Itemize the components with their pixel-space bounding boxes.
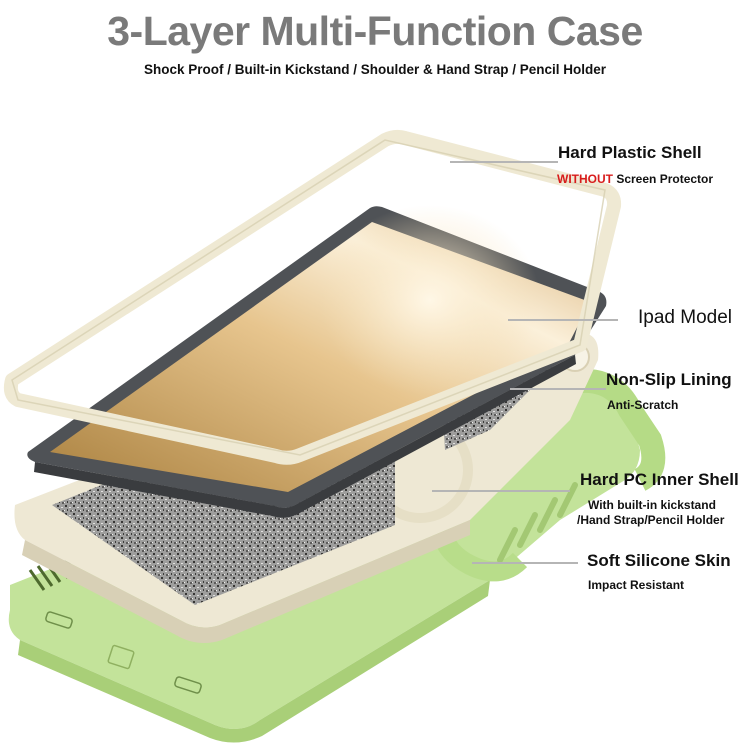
callout-ipad-model-title: Ipad Model — [638, 307, 733, 328]
callout-hard-pc-inner-shell-note-2: /Hand Strap/Pencil Holder — [577, 513, 725, 527]
leader-line-soft-silicone-skin — [472, 562, 578, 564]
note-rest: Screen Protector — [613, 172, 714, 186]
callout-hard-pc-inner-shell-note-1: With built-in kickstand — [588, 498, 716, 512]
callout-hard-pc-inner-shell-title: Hard PC Inner Shell — [580, 470, 739, 489]
leader-line-hard-pc-inner-shell — [432, 490, 570, 492]
hard-plastic-shell-layer — [3, 129, 622, 465]
feature-subtitle: Shock Proof / Built-in Kickstand / Shoul… — [143, 62, 607, 77]
callout-soft-silicone-skin-title: Soft Silicone Skin — [587, 551, 731, 570]
callout-non-slip-lining-title: Non-Slip Lining — [606, 370, 732, 389]
leader-line-hard-plastic-shell — [450, 161, 558, 163]
callout-non-slip-lining-note: Anti-Scratch — [607, 398, 679, 412]
callout-hard-plastic-shell-title: Hard Plastic Shell — [558, 143, 702, 162]
callout-soft-silicone-skin-note: Impact Resistant — [588, 578, 685, 592]
leader-line-non-slip-lining — [510, 388, 606, 390]
leader-line-ipad-model — [508, 319, 618, 321]
callout-hard-plastic-shell-note: WITHOUT Screen Protector — [557, 172, 713, 186]
page-title: 3-Layer Multi-Function Case — [107, 8, 643, 54]
warning-emphasis: WITHOUT — [557, 172, 613, 186]
